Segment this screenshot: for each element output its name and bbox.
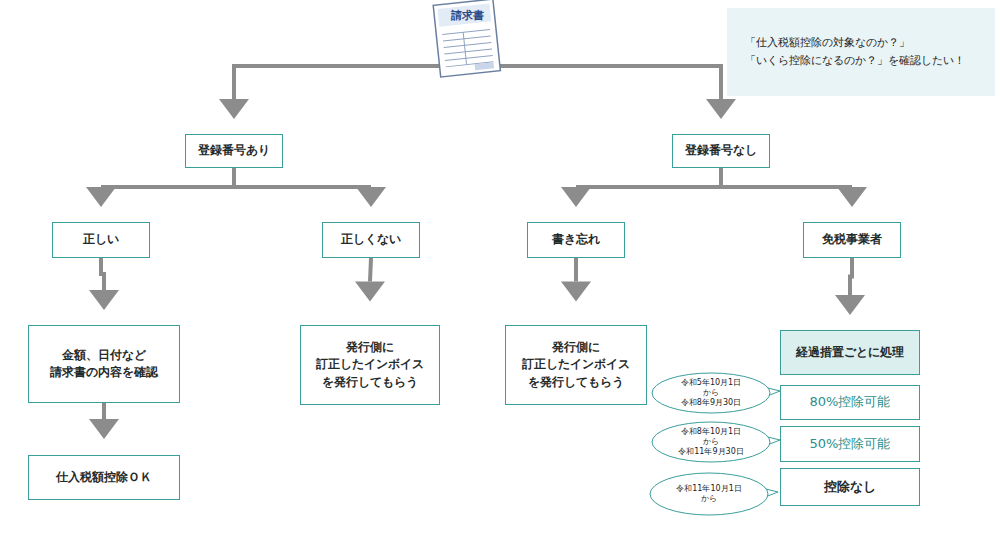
action-box: 発行側に 訂正したインボイス を発行してもらう: [300, 325, 440, 405]
node-text: 免税事業者: [822, 231, 882, 248]
branch-box: 登録番号なし: [672, 134, 770, 168]
case-box: 正しい: [52, 222, 150, 258]
node-text: 経過措置ごとに処理: [796, 344, 904, 361]
flow-arrow: [89, 403, 119, 439]
node-text: 50%控除可能: [810, 435, 891, 454]
rate-box: 80%控除可能: [780, 385, 920, 420]
flow-arrow: [355, 258, 385, 302]
connector-line: [101, 168, 234, 187]
flow-arrow: [835, 258, 865, 315]
flow-arrow: [219, 66, 467, 119]
arrow-head: [219, 99, 249, 119]
flow-arrow: [467, 66, 736, 119]
connector-line: [102, 403, 106, 419]
period-bubble: 令和5年10月1日 から 令和8年9月30日: [650, 372, 772, 414]
bubble-ellipse: [652, 422, 770, 462]
action-box: 発行側に 訂正したインボイス を発行してもらう: [505, 325, 647, 405]
note-box: 「仕入税額控除の対象なのか？」 「いくら控除になるのか？」を確認したい！: [727, 8, 995, 96]
case-box: 免税事業者: [803, 222, 901, 258]
arrow-head: [89, 290, 119, 310]
arrow-head: [356, 187, 386, 207]
node-text: 金額、日付など 請求書の内容を確認: [38, 347, 170, 382]
node-text: 書き忘れ: [552, 231, 600, 248]
case-box: 正しくない: [322, 222, 420, 258]
connector-line: [721, 168, 852, 187]
node-text: 80%控除可能: [810, 393, 891, 412]
invoice-icon: 請求書: [428, 2, 506, 68]
node-text: 控除なし: [824, 478, 876, 497]
result-box: 仕入税額控除ＯＫ: [28, 455, 180, 500]
node-text: 仕入税額控除ＯＫ: [56, 469, 152, 486]
connector-line: [576, 168, 721, 187]
node-text: 登録番号あり: [198, 142, 270, 159]
flow-arrow: [86, 168, 234, 207]
arrow-head: [706, 99, 736, 119]
flow-arrow: [561, 258, 591, 302]
arrow-head: [561, 187, 591, 207]
node-text: 発行側に 訂正したインボイス を発行してもらう: [515, 339, 637, 391]
bubble-ellipse: [650, 473, 768, 515]
bubble-join: [756, 490, 764, 498]
period-bubble: 令和8年10月1日 から 令和11年9月30日: [650, 421, 772, 463]
period-bubble: 令和11年10月1日 から: [648, 472, 770, 516]
process-box: 経過措置ごとに処理: [780, 330, 920, 375]
bubble-join: [758, 389, 766, 397]
connector-line: [467, 66, 721, 99]
case-box: 書き忘れ: [527, 222, 625, 258]
node-text: 令和11年10月1日 から: [672, 484, 746, 504]
connector-line: [370, 258, 371, 282]
action-box: 金額、日付など 請求書の内容を確認: [28, 325, 180, 403]
flow-arrow: [234, 168, 386, 207]
node-text: 令和8年10月1日 から 令和11年9月30日: [674, 427, 748, 457]
connector-line: [574, 258, 578, 282]
flow-arrow: [89, 258, 119, 310]
node-text: 令和5年10月1日 から 令和8年9月30日: [674, 378, 748, 408]
connector-line: [234, 66, 467, 99]
node-text: 正しくない: [341, 231, 401, 248]
node-text: 「仕入税額控除の対象なのか？」 「いくら控除になるのか？」を確認したい！: [745, 34, 985, 69]
flow-arrow: [721, 168, 867, 207]
connector-line: [850, 258, 852, 295]
bubble-ellipse: [652, 373, 770, 413]
node-text: 正しい: [83, 231, 119, 248]
node-text: 発行側に 訂正したインボイス を発行してもらう: [309, 339, 431, 391]
flow-arrow: [561, 168, 721, 207]
branch-box: 登録番号あり: [185, 134, 283, 168]
connector-line: [234, 168, 371, 187]
rate-box: 50%控除可能: [780, 426, 920, 462]
arrow-head: [355, 282, 385, 302]
connector-line: [101, 258, 104, 290]
arrow-head: [561, 282, 591, 302]
rate-box: 控除なし: [780, 468, 920, 506]
arrow-head: [837, 187, 867, 207]
arrow-head: [89, 419, 119, 439]
arrow-head: [835, 295, 865, 315]
bubble-join: [758, 438, 766, 446]
arrow-head: [86, 187, 116, 207]
node-text: 請求書: [451, 8, 484, 23]
node-text: 登録番号なし: [685, 142, 757, 159]
